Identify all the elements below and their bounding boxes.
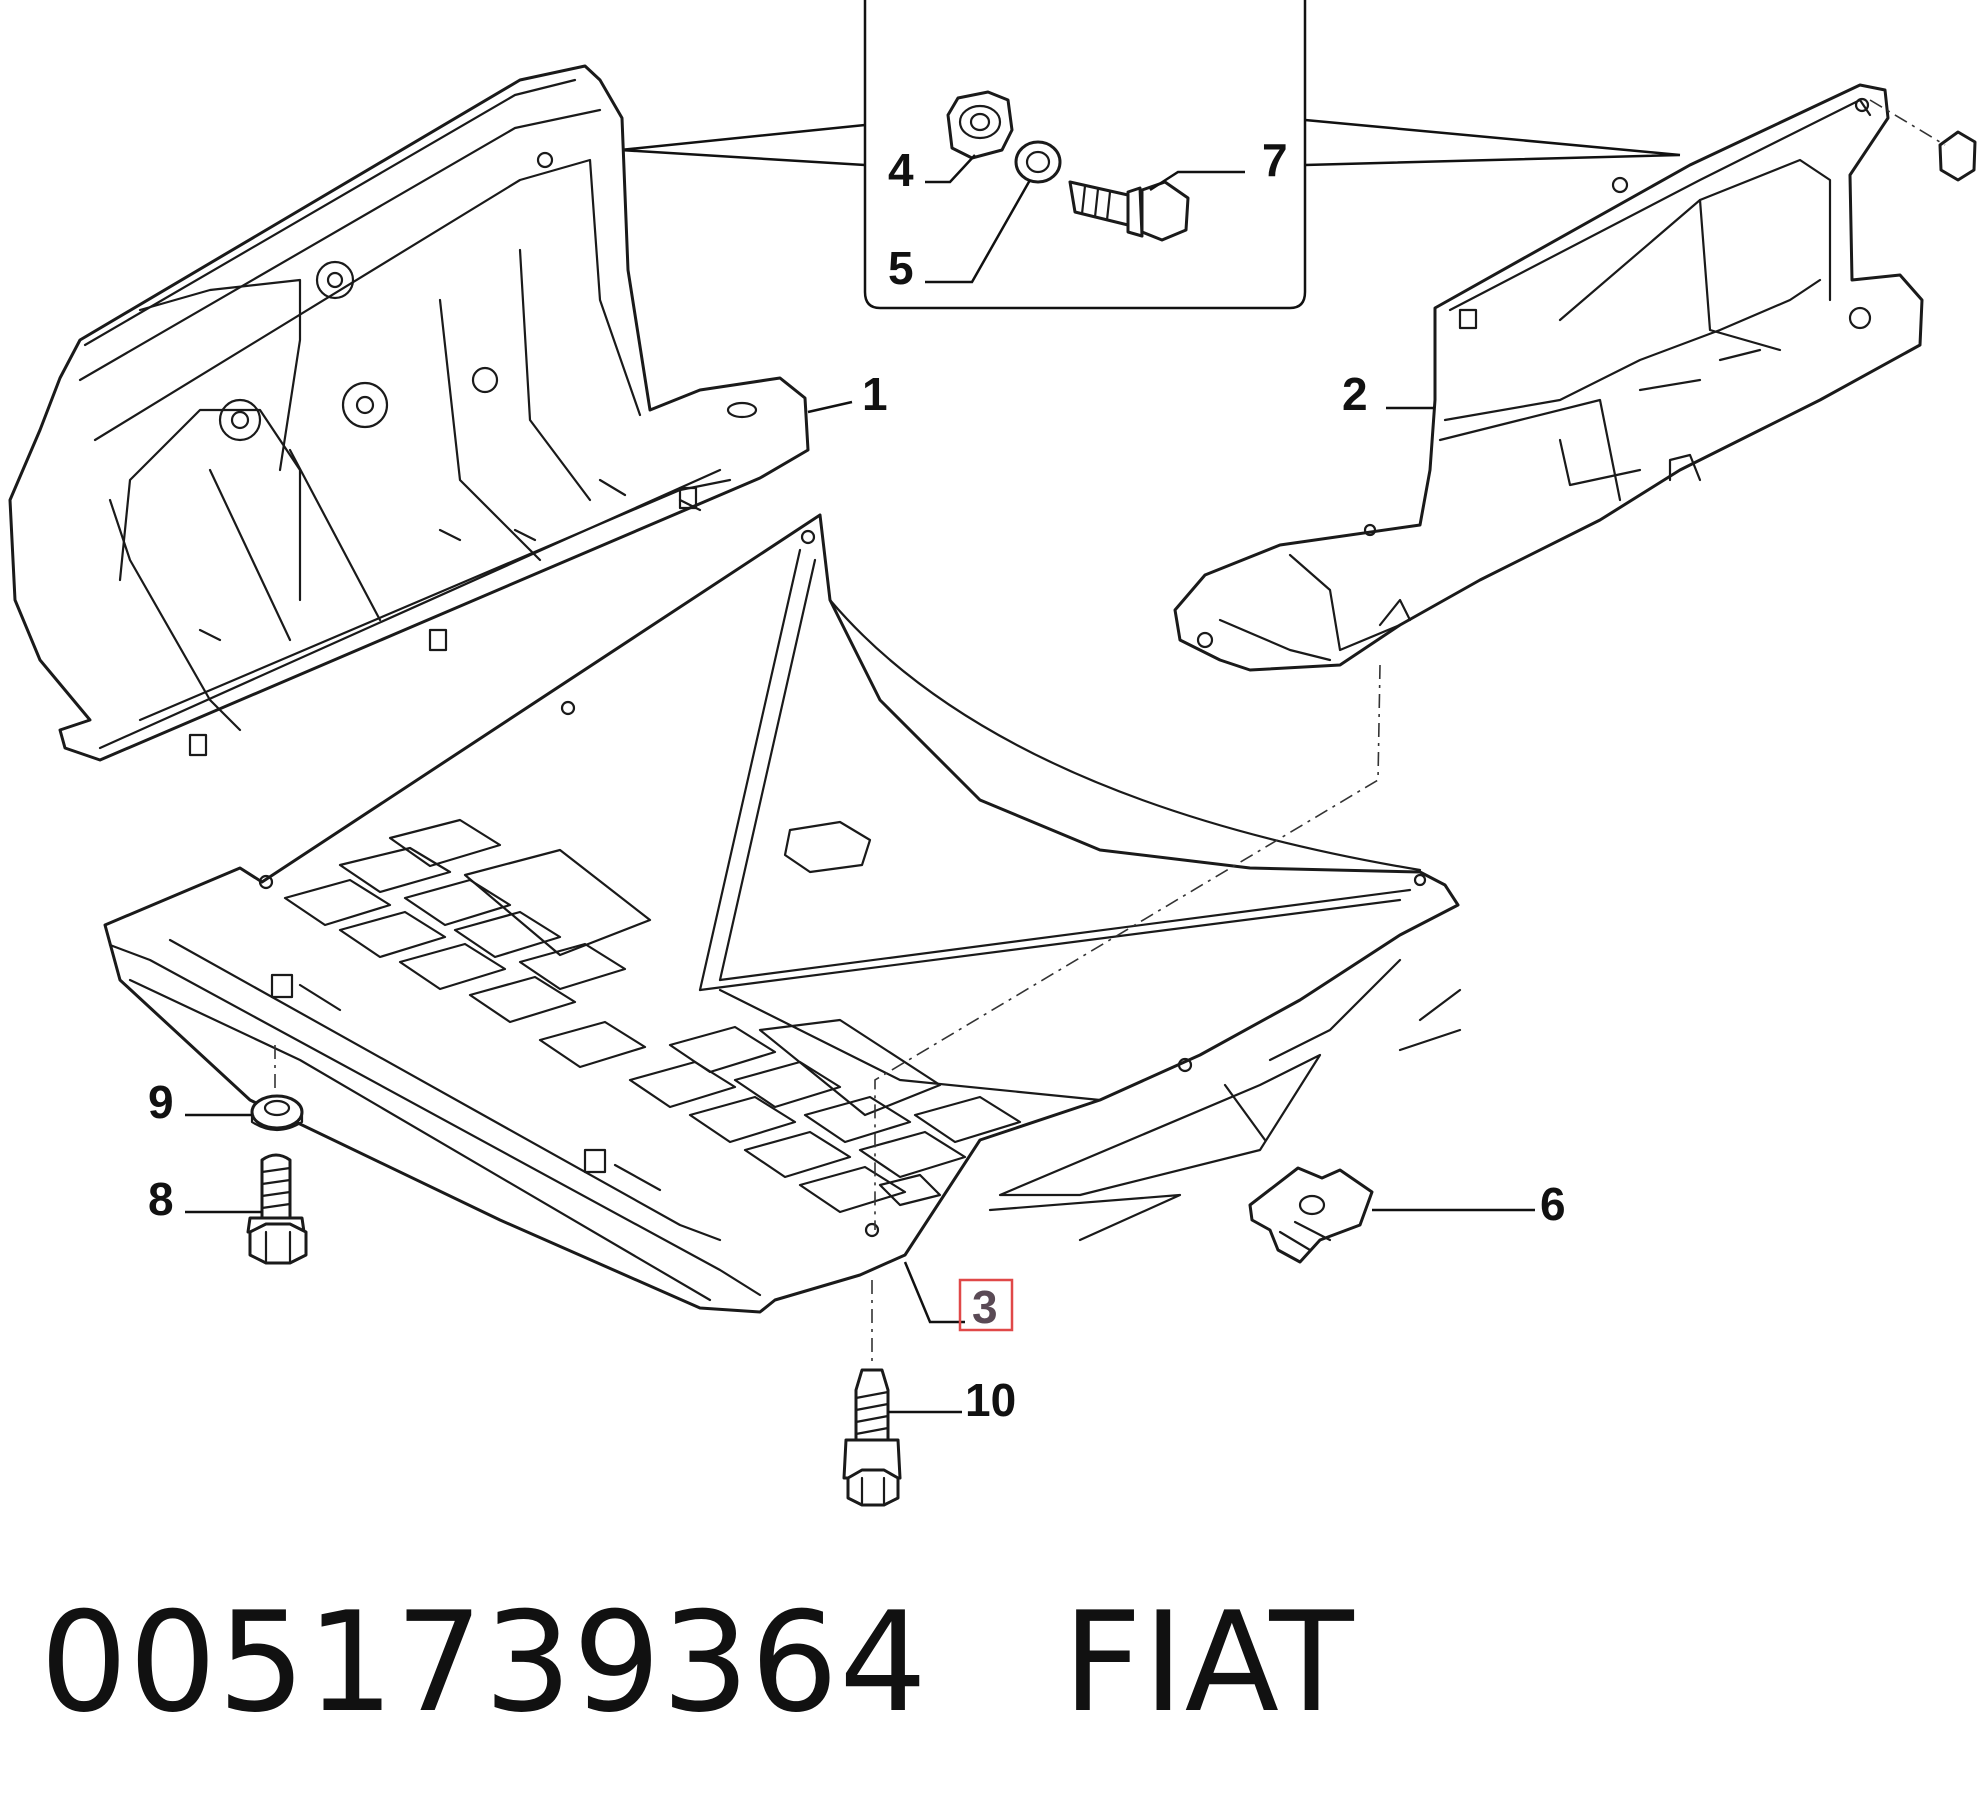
callout-5: 5 xyxy=(888,242,914,294)
callout-1: 1 xyxy=(862,368,888,420)
callout-3-highlight-box xyxy=(958,1278,1014,1332)
callout-2: 2 xyxy=(1342,368,1368,420)
small-clip xyxy=(1869,99,1977,182)
part-6-speed-nut xyxy=(1248,1166,1374,1264)
callout-9: 9 xyxy=(148,1076,174,1128)
brand-name: FIAT xyxy=(1062,1582,1355,1743)
part-4-flange-nut xyxy=(946,90,1014,160)
part-number: 0051739364 xyxy=(40,1582,928,1743)
callout-6: 6 xyxy=(1540,1178,1566,1230)
leader-7 xyxy=(1149,170,1245,192)
part-2-right-shield xyxy=(1173,83,1924,672)
leader-4 xyxy=(925,154,976,184)
leader-1 xyxy=(807,400,853,414)
part-10-stud xyxy=(842,1368,902,1507)
callout-7: 7 xyxy=(1262,134,1288,186)
part-9-washer xyxy=(250,1094,304,1132)
fastener-detail-box xyxy=(619,0,1681,310)
callout-4: 4 xyxy=(888,144,914,196)
part-1-left-shield xyxy=(8,64,810,762)
part-7-bolt xyxy=(1068,180,1190,242)
callout-10: 10 xyxy=(965,1374,1016,1426)
leader-5 xyxy=(925,179,1032,284)
assembly-line-2-3 xyxy=(874,664,1381,1230)
callout-3: 3 xyxy=(972,1281,998,1333)
callout-8: 8 xyxy=(148,1173,174,1225)
part-5-washer xyxy=(1014,140,1062,184)
part-8-bolt xyxy=(246,1153,308,1265)
leader-3 xyxy=(903,1261,965,1324)
part-caption: 0051739364 FIAT xyxy=(40,1582,1355,1743)
part-3-underbody-shield xyxy=(103,513,1462,1314)
